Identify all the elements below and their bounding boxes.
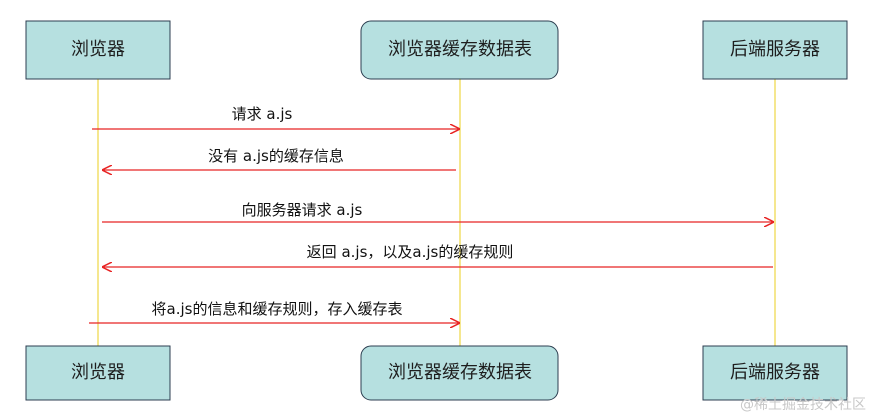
message-5: 将a.js的信息和缓存规则，存入缓存表 bbox=[89, 300, 460, 323]
message-2: 没有 a.js的缓存信息 bbox=[102, 147, 456, 170]
participant-cache-table-label: 浏览器缓存数据表 bbox=[388, 39, 532, 60]
watermark: @稀土掘金技术社区 bbox=[740, 397, 866, 413]
participant-browser-top: 浏览器 bbox=[25, 20, 171, 80]
participant-browser-bottom: 浏览器 bbox=[25, 345, 171, 401]
participant-server-bottom: 后端服务器 bbox=[702, 345, 848, 401]
participant-browser-label: 浏览器 bbox=[71, 39, 125, 60]
message-4-label: 返回 a.js，以及a.js的缓存规则 bbox=[307, 243, 514, 261]
participant-cache-table-label-bottom: 浏览器缓存数据表 bbox=[388, 362, 532, 383]
message-3: 向服务器请求 a.js bbox=[102, 201, 774, 222]
message-5-label: 将a.js的信息和缓存规则，存入缓存表 bbox=[152, 300, 403, 318]
participant-browser-label-bottom: 浏览器 bbox=[71, 362, 125, 383]
participant-server-top: 后端服务器 bbox=[702, 20, 848, 80]
message-1: 请求 a.js bbox=[92, 105, 460, 129]
participant-cache-table-bottom: 浏览器缓存数据表 bbox=[360, 345, 559, 401]
participant-cache-table-top: 浏览器缓存数据表 bbox=[360, 20, 559, 80]
message-3-label: 向服务器请求 a.js bbox=[242, 201, 363, 219]
message-1-label: 请求 a.js bbox=[232, 105, 293, 123]
participant-server-label: 后端服务器 bbox=[730, 39, 820, 60]
message-2-label: 没有 a.js的缓存信息 bbox=[208, 147, 344, 165]
participant-server-label-bottom: 后端服务器 bbox=[730, 362, 820, 383]
message-4: 返回 a.js，以及a.js的缓存规则 bbox=[102, 243, 773, 267]
